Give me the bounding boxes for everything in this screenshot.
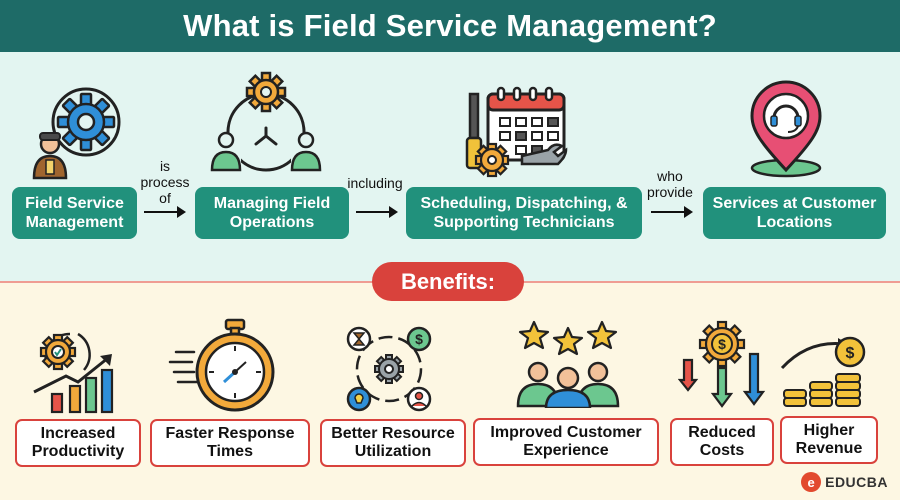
- revenue-coins-icon: $: [780, 336, 866, 407]
- location-headset-icon: [750, 80, 822, 178]
- educba-logo: e EDUCBA: [801, 472, 888, 492]
- gear-team-icon: [208, 71, 324, 176]
- productivity-chart-icon: [33, 332, 114, 414]
- benefit-faster-response-times: Faster Response Times: [150, 419, 310, 467]
- resource-cycle-icon: $: [346, 326, 432, 412]
- benefit-better-resource-utilization: Better Resource Utilization: [320, 419, 466, 467]
- stopwatch-icon: [168, 318, 275, 412]
- benefit-higher-revenue: Higher Revenue: [780, 416, 878, 464]
- connector-including: including: [347, 175, 403, 191]
- benefit-increased-productivity: Increased Productivity: [15, 419, 141, 467]
- header-bar: What is Field Service Management?: [0, 0, 900, 52]
- flow-arrow-2: [356, 206, 398, 218]
- page-title: What is Field Service Management?: [183, 8, 717, 43]
- gear-technician-icon: [32, 87, 121, 180]
- svg-text:$: $: [846, 345, 855, 362]
- flow-step-managing-field-operations: Managing Field Operations: [195, 187, 349, 239]
- benefit-improved-customer-experience: Improved Customer Experience: [473, 418, 659, 466]
- benefit-reduced-costs: Reduced Costs: [670, 418, 774, 466]
- educba-logo-text: EDUCBA: [825, 474, 888, 490]
- flow-section: [0, 52, 900, 282]
- flow-arrow-3: [651, 206, 693, 218]
- benefits-heading: Benefits:: [372, 262, 524, 301]
- flow-arrow-1: [144, 206, 186, 218]
- flow-step-field-service-management: Field Service Management: [12, 187, 137, 239]
- calendar-tools-icon: [465, 86, 568, 178]
- cost-down-icon: $: [678, 320, 766, 408]
- svg-text:$: $: [718, 336, 726, 352]
- svg-text:$: $: [415, 331, 423, 347]
- connector-who-provide: who provide: [647, 168, 693, 200]
- flow-step-scheduling-dispatching: Scheduling, Dispatching, & Supporting Te…: [406, 187, 642, 239]
- flow-step-services-customer-locations: Services at Customer Locations: [703, 187, 886, 239]
- connector-is-process-of: is process of: [140, 158, 190, 206]
- educba-logo-mark: e: [801, 472, 822, 492]
- customers-stars-icon: [516, 320, 620, 408]
